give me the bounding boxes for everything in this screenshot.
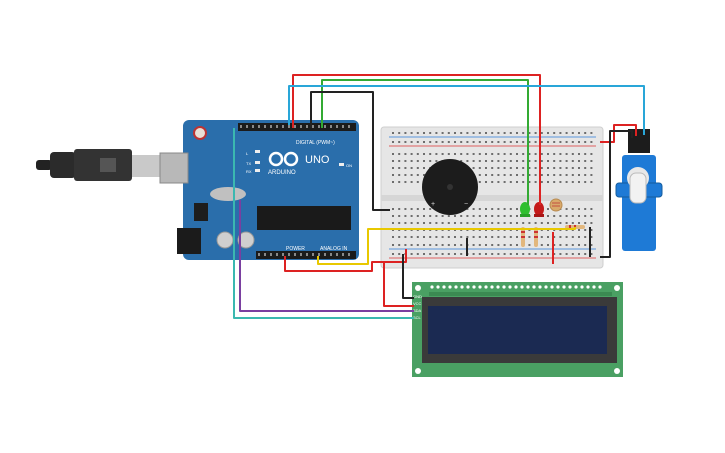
- arduino-model: UNO: [305, 154, 330, 166]
- digital-label: DIGITAL (PWM~): [296, 140, 335, 146]
- wire-green-top[interactable]: [321, 79, 529, 205]
- resistor-2[interactable]: [534, 227, 538, 247]
- wire-black-top[interactable]: [310, 91, 390, 211]
- wire-teal-lcd[interactable]: [233, 128, 414, 319]
- lcd-pin-scl: SCL: [413, 315, 422, 320]
- wire-red-top[interactable]: [292, 74, 541, 205]
- wire-red-bottom[interactable]: [284, 249, 407, 272]
- arduino-board[interactable]: ARDUINO UNO DIGITAL (PWM~) POWER ANALOG …: [159, 120, 359, 260]
- on-label: ON: [346, 163, 352, 168]
- analog-label: ANALOG IN: [320, 246, 348, 252]
- power-label: POWER: [286, 246, 305, 252]
- wire-black-lcd[interactable]: [402, 254, 414, 299]
- reset-button[interactable]: [193, 126, 207, 140]
- arduino-brand: ARDUINO: [268, 170, 296, 176]
- wire-red-lcd[interactable]: [383, 261, 414, 307]
- photoresistor[interactable]: [549, 198, 563, 212]
- green-led[interactable]: [520, 202, 530, 217]
- resistor-1[interactable]: [521, 227, 525, 247]
- wire-purple-lcd[interactable]: [239, 200, 414, 312]
- wire-yellow[interactable]: [317, 227, 576, 265]
- lcd-display[interactable]: GND VCC SDA SCL: [412, 282, 623, 377]
- wires[interactable]: [233, 74, 645, 319]
- arduino-logo-icon: [268, 151, 299, 167]
- lcd-pin-sda: SDA: [413, 308, 422, 313]
- lcd-pin-vcc: VCC: [413, 301, 422, 306]
- lcd-pin-gnd: GND: [413, 294, 422, 299]
- l-label: L: [246, 151, 249, 156]
- piezo-buzzer[interactable]: + −: [422, 159, 478, 215]
- rx-label: RX: [246, 169, 252, 174]
- svg-text:−: −: [464, 201, 468, 208]
- breadboard[interactable]: [380, 126, 604, 269]
- red-led[interactable]: [534, 202, 544, 217]
- svg-text:+: +: [431, 201, 435, 208]
- servo-motor[interactable]: [615, 129, 663, 251]
- usb-cable[interactable]: [36, 149, 166, 181]
- wire-black-servo[interactable]: [600, 130, 633, 258]
- tx-label: TX: [246, 161, 251, 166]
- wire-blue-top[interactable]: [288, 85, 645, 135]
